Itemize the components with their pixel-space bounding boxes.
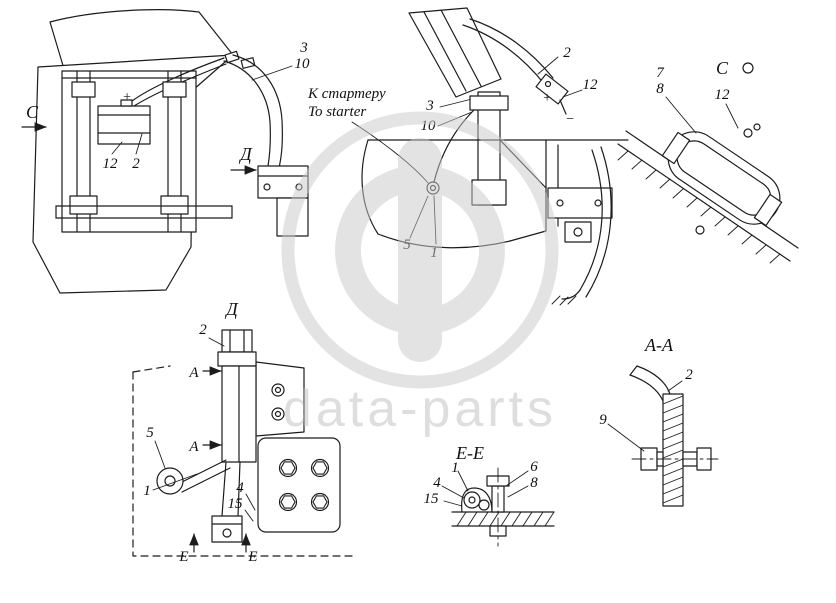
callout-15-ee: 15 — [424, 491, 440, 507]
callout-2-middle: 2 — [563, 45, 571, 61]
view-label-c-right: С — [716, 58, 729, 78]
minus-sign-middle: − — [565, 112, 574, 127]
labels: 3 10 С + 12 2 Д К стартеру To starter 2 … — [26, 40, 730, 565]
view-c-right-drawing — [617, 62, 799, 264]
terminal-block — [535, 73, 569, 105]
watermark: data-parts — [281, 111, 559, 438]
watermark-text: data-parts — [283, 380, 557, 438]
section-label-a-1: А — [188, 365, 199, 381]
view-aa-drawing — [607, 365, 719, 507]
callout-3-top-left: 3 — [299, 40, 308, 56]
callout-9-aa: 9 — [599, 412, 607, 428]
callout-10-top-left: 10 — [295, 56, 311, 72]
view-c-left-drawing — [21, 9, 309, 294]
plus-sign-top-left: + — [122, 90, 131, 105]
callout-2-view-d: 2 — [199, 322, 207, 338]
callout-7: 7 — [656, 65, 665, 81]
callout-12-top-right: 12 — [715, 87, 731, 103]
callout-12-middle: 12 — [583, 77, 599, 93]
note-to-starter-ru: К стартеру — [307, 86, 386, 102]
section-label-e-1: Е — [178, 549, 188, 565]
callout-5-view-d: 5 — [146, 425, 154, 441]
callout-8-top-right: 8 — [656, 81, 664, 97]
section-label-a-2: А — [188, 439, 199, 455]
view-label-c-left: С — [26, 102, 39, 122]
direction-label-d: Д — [238, 144, 253, 164]
callout-4-ee: 4 — [433, 475, 441, 491]
note-to-starter-en: To starter — [308, 104, 366, 120]
view-circle-symbol — [742, 62, 754, 74]
battery-shape — [97, 99, 151, 145]
view-label-d: Д — [224, 299, 239, 319]
grommet-detail — [156, 467, 184, 495]
view-label-aa: А-А — [644, 335, 674, 355]
callout-3-middle: 3 — [425, 98, 434, 114]
callout-4-view-d: 4 — [236, 480, 244, 496]
view-d-drawing — [132, 329, 353, 557]
plus-sign-middle: + — [542, 91, 551, 106]
view-label-ee: Е-Е — [455, 443, 484, 463]
watermark-logo-icon — [281, 111, 559, 389]
callout-8-ee: 8 — [530, 475, 538, 491]
view-main-drawing — [351, 7, 629, 306]
section-label-e-2: Е — [247, 549, 257, 565]
callout-2-aa: 2 — [685, 367, 693, 383]
callout-1-ee: 1 — [451, 460, 459, 476]
view-ee-drawing — [441, 467, 555, 547]
callout-1-view-d: 1 — [143, 483, 151, 499]
callout-2-top-left: 2 — [132, 156, 140, 172]
callout-15-view-d: 15 — [228, 496, 244, 512]
callout-12-top-left: 12 — [103, 156, 119, 172]
callout-6-ee: 6 — [530, 459, 538, 475]
